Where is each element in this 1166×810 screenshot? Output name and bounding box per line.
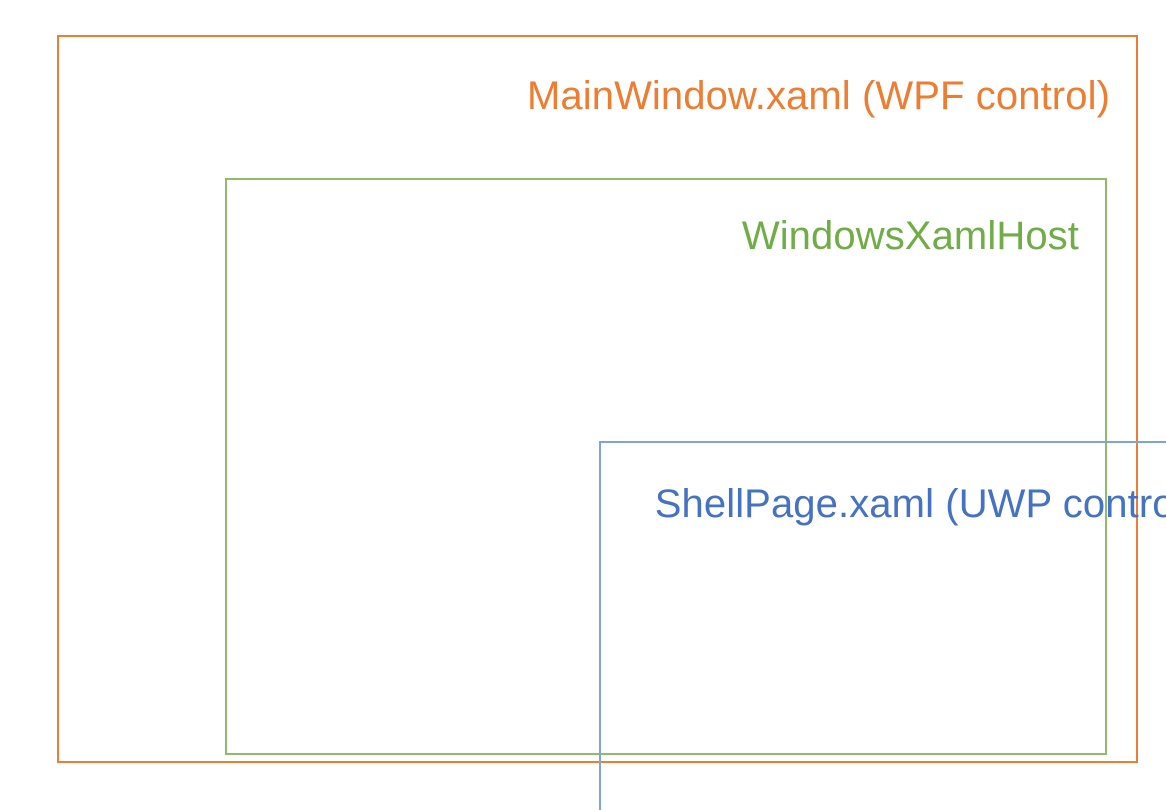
layer-windowsxamlhost: WindowsXamlHost ShellPage.xaml (UWP cont… — [225, 178, 1166, 810]
layer-shellpage-uwp: ShellPage.xaml (UWP control) Module 1 Mo… — [599, 441, 1166, 810]
layer-label-mainwindow: MainWindow.xaml (WPF control) — [526, 74, 1110, 118]
layer-label-shellpage: ShellPage.xaml (UWP control) — [654, 482, 1166, 526]
layer-mainwindow-wpf: MainWindow.xaml (WPF control) WindowsXam… — [57, 35, 1166, 810]
layer-label-windowsxamlhost: WindowsXamlHost — [741, 214, 1079, 258]
